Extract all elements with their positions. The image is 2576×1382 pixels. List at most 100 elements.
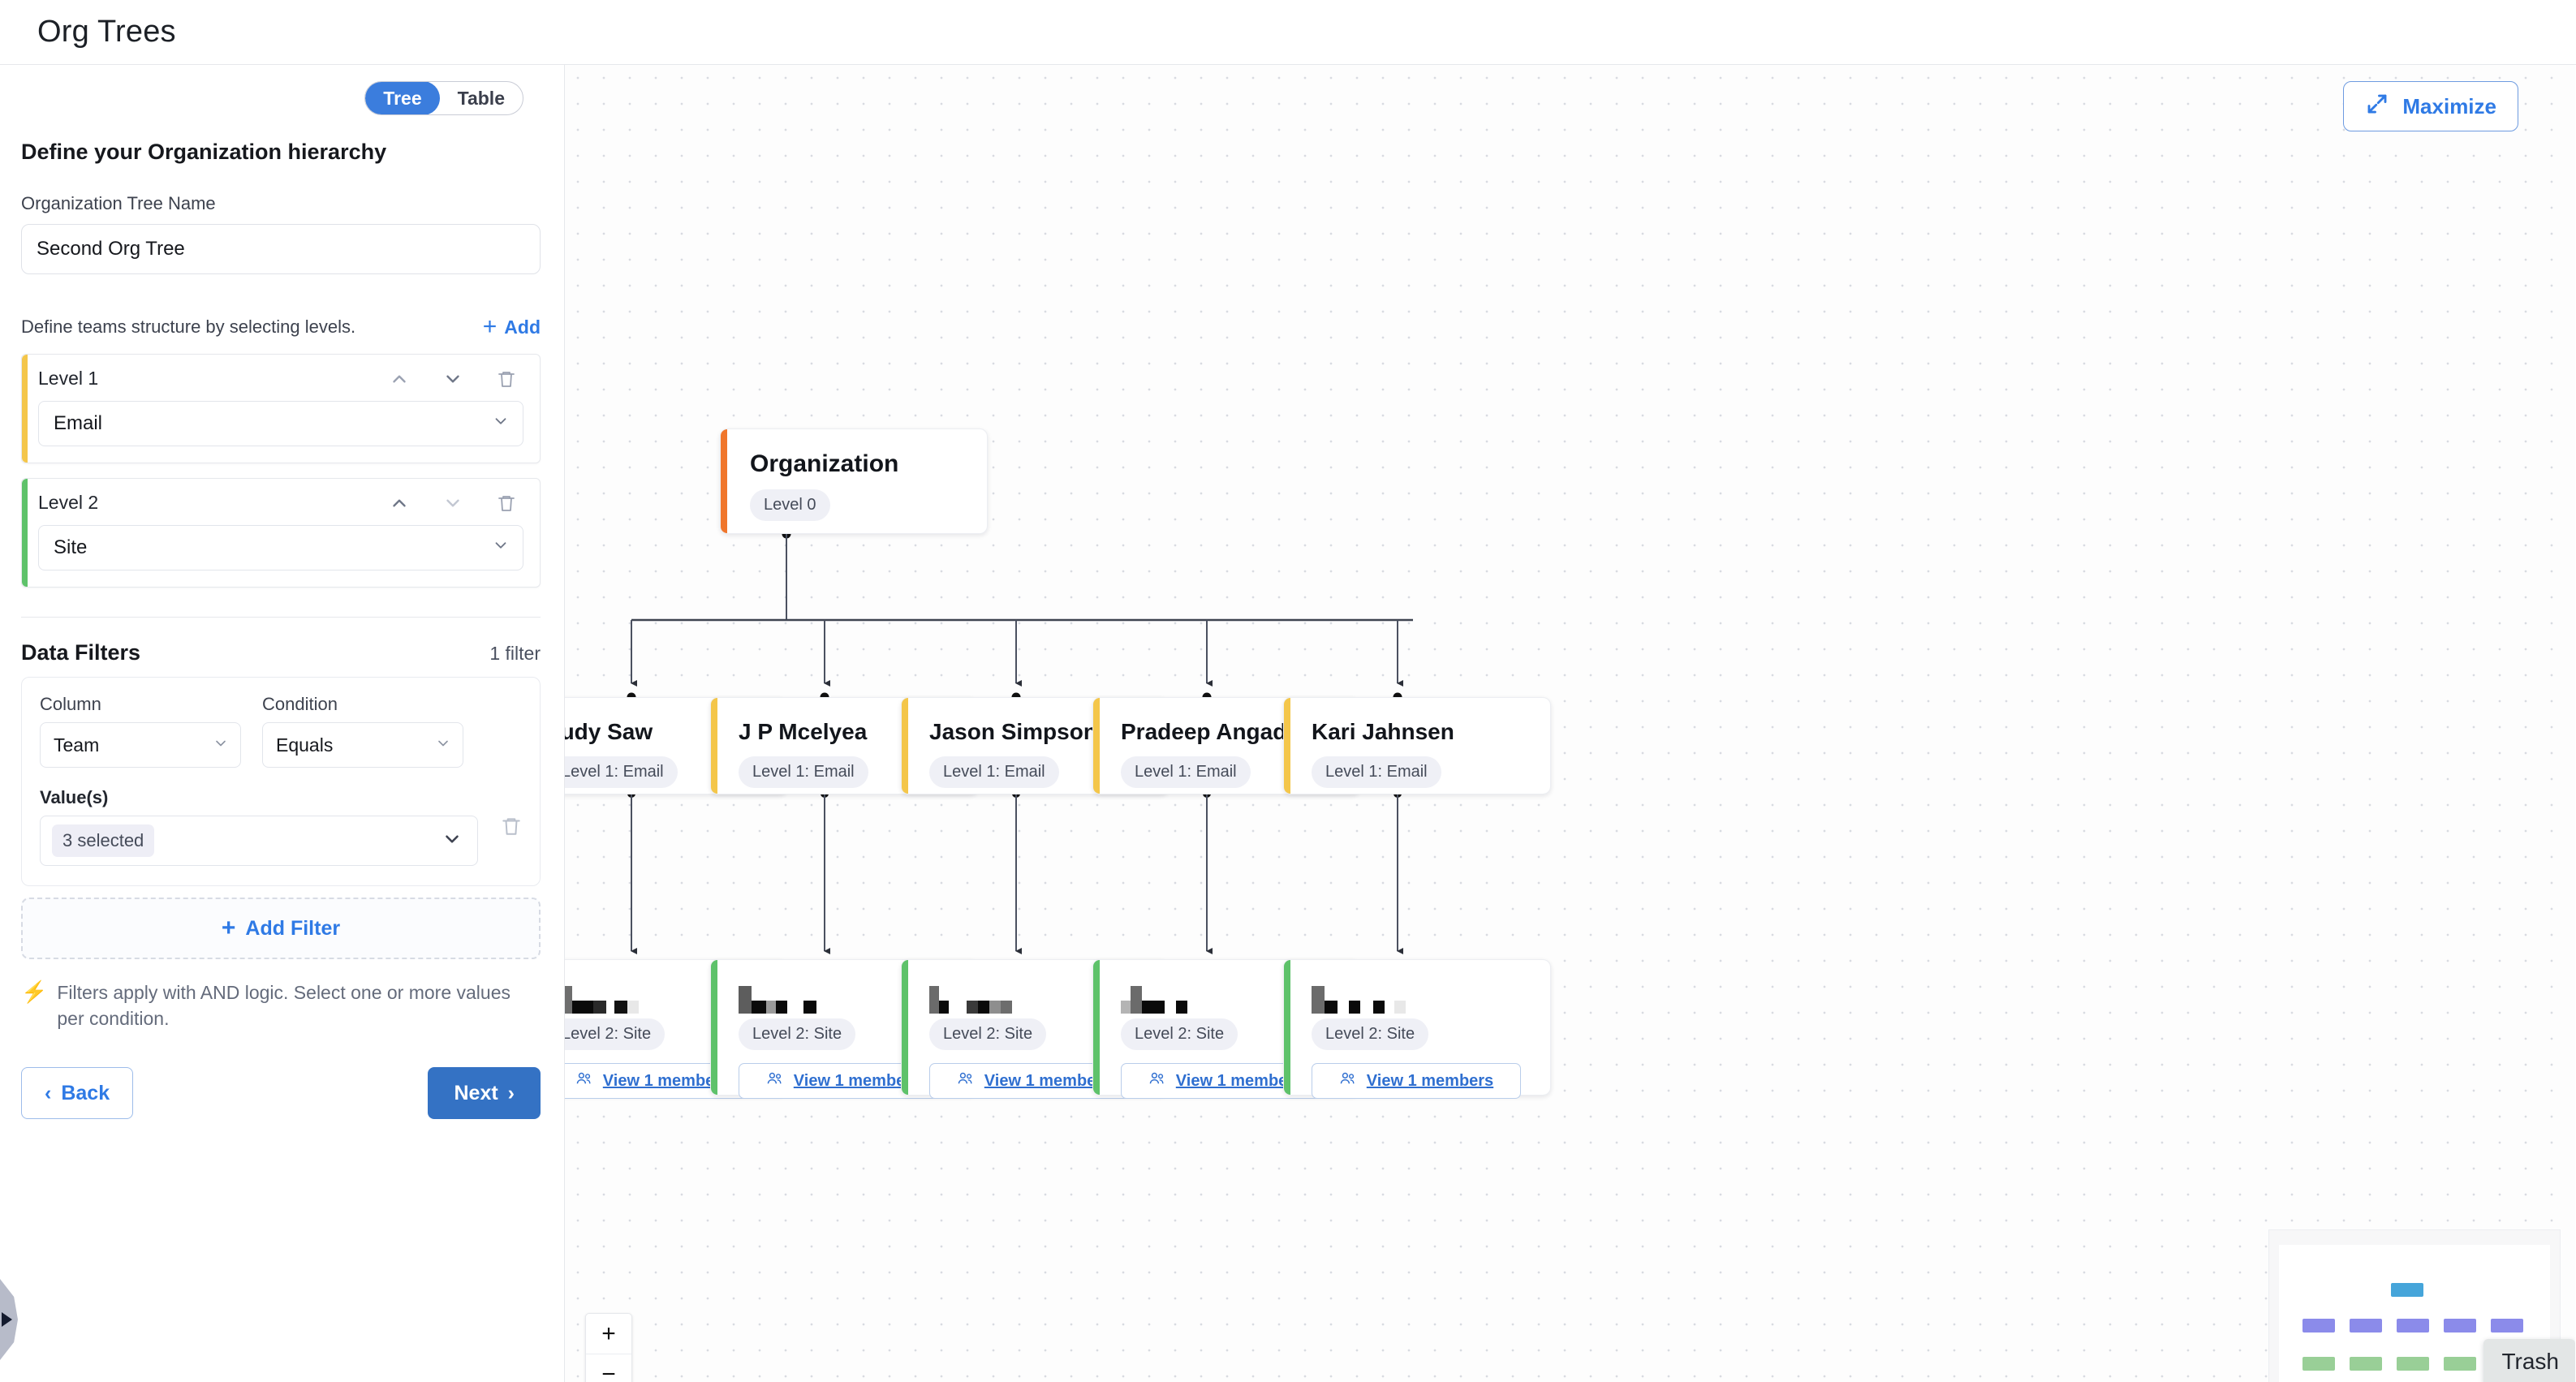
tree-name-label: Organization Tree Name [21, 193, 216, 213]
node-badge: Level 1: Email [1312, 756, 1441, 788]
node-badge: Level 2: Site [1312, 1018, 1429, 1050]
plus-icon: + [482, 313, 498, 340]
org-node-level2[interactable]: Level 2: Site View 1 members [1283, 959, 1551, 1099]
redacted-node-title [1121, 981, 1359, 1014]
zoom-in-button[interactable]: + [586, 1314, 631, 1354]
node-badge: Level 2: Site [565, 1018, 666, 1050]
view-members-label: View 1 members [1366, 1071, 1494, 1090]
minimap-node-level2 [2350, 1357, 2382, 1371]
sidebar-collapse-handle[interactable] [0, 1279, 18, 1360]
zoom-out-button[interactable]: − [586, 1354, 631, 1382]
plus-icon: + [221, 915, 236, 941]
people-icon [575, 1071, 593, 1091]
minimap-node-level1 [2397, 1319, 2429, 1332]
view-members-button[interactable]: View 1 members [1312, 1063, 1521, 1099]
chevron-down-icon [435, 734, 451, 756]
trash-icon[interactable] [496, 368, 517, 390]
chevron-up-icon[interactable] [389, 368, 410, 390]
app-header: Org Trees [0, 0, 2576, 65]
chevron-down-icon [442, 829, 463, 854]
add-filter-button[interactable]: + Add Filter [21, 898, 541, 959]
minimap-node-level1 [2350, 1319, 2382, 1332]
people-icon [957, 1071, 975, 1091]
maximize-button[interactable]: Maximize [2343, 81, 2518, 131]
chevron-down-icon[interactable] [442, 368, 463, 390]
trash-tooltip: Trash [2483, 1339, 2575, 1382]
minimap-node-level2 [2302, 1357, 2335, 1371]
column-label: Column [40, 694, 101, 714]
minimap-node-level1 [2491, 1319, 2523, 1332]
configuration-sidebar: Tree Table Define your Organization hier… [0, 65, 565, 1382]
chevron-left-icon: ‹ [45, 1081, 52, 1104]
level-2-title: Level 2 [38, 492, 99, 513]
tab-table[interactable]: Table [457, 87, 505, 109]
condition-select[interactable]: Equals [262, 722, 463, 768]
values-label: Value(s) [40, 787, 109, 807]
tree-name-input[interactable] [21, 224, 541, 274]
triangle-right-icon [2, 1312, 12, 1327]
org-chart-canvas[interactable]: Maximize [565, 65, 2575, 1382]
level-card-2[interactable]: Level 2 Site [21, 478, 541, 588]
page-title: Org Trees [37, 15, 176, 49]
node-badge: Level 2: Site [1121, 1018, 1238, 1050]
view-members-label: View 1 members [984, 1071, 1112, 1090]
level-2-actions [389, 493, 523, 514]
level-1-title: Level 1 [38, 368, 99, 389]
view-members-label: View 1 members [1175, 1071, 1303, 1090]
next-button[interactable]: Next › [428, 1067, 541, 1120]
node-badge: Level 1: Email [929, 756, 1059, 788]
next-label: Next [454, 1081, 498, 1104]
chevron-up-icon[interactable] [389, 493, 410, 514]
hierarchy-heading: Define your Organization hierarchy [21, 140, 387, 164]
node-title: Judy Saw [565, 719, 653, 744]
view-toggle-wrap: Tree Table [21, 65, 543, 115]
chevron-right-icon: › [507, 1081, 515, 1104]
node-title: Jason Simpson [929, 719, 1097, 744]
people-icon [1148, 1071, 1166, 1091]
minimap-node-level1 [2302, 1319, 2335, 1332]
node-badge: Level 1: Email [739, 756, 868, 788]
level-1-select[interactable]: Email [38, 401, 523, 446]
node-title: Kari Jahnsen [1312, 719, 1454, 744]
column-select[interactable]: Team [40, 722, 241, 768]
node-badge: Level 1: Email [1121, 756, 1251, 788]
tab-tree[interactable]: Tree [365, 82, 440, 114]
org-node-level2[interactable]: Level 2: Site View 1 members [1092, 959, 1360, 1099]
minimap-node-level2 [2444, 1357, 2476, 1371]
expand-arrows-icon [2365, 92, 2389, 122]
chevron-down-icon[interactable] [442, 493, 463, 514]
column-value: Team [54, 734, 100, 756]
node-badge: Level 1: Email [565, 756, 678, 788]
node-badge: Level 0 [750, 489, 830, 521]
node-badge: Level 2: Site [739, 1018, 856, 1050]
maximize-label: Maximize [2402, 93, 2496, 118]
chevron-down-icon [213, 734, 229, 756]
levels-header: Define teams structure by selecting leve… [21, 315, 541, 339]
condition-label: Condition [262, 694, 338, 714]
redacted-node-title [739, 981, 977, 1014]
zoom-controls[interactable]: + − [585, 1313, 632, 1382]
filters-hint: ⚡ Filters apply with AND logic. Select o… [21, 980, 541, 1031]
level-1-row: Level 1 [38, 368, 523, 390]
back-button[interactable]: ‹ Back [21, 1067, 134, 1120]
level-2-row: Level 2 [38, 492, 523, 514]
view-toggle[interactable]: Tree Table [364, 81, 523, 115]
redacted-node-title [1312, 981, 1550, 1014]
level-1-value: Email [54, 412, 103, 434]
redacted-node-title [929, 981, 1168, 1014]
delete-filter-button[interactable] [501, 816, 522, 841]
values-select[interactable]: 3 selected [40, 816, 478, 866]
back-label: Back [61, 1081, 110, 1104]
level-card-1[interactable]: Level 1 Email [21, 354, 541, 463]
node-title: J P Mcelyea [739, 719, 868, 744]
add-level-button[interactable]: + Add [483, 315, 541, 339]
level-2-select[interactable]: Site [38, 525, 523, 570]
trash-icon[interactable] [496, 493, 517, 514]
org-node-level1[interactable]: Kari Jahnsen Level 1: Email [1283, 697, 1551, 794]
org-node-root[interactable]: Organization Level 0 [720, 428, 988, 534]
minimap-node-level1 [2444, 1319, 2476, 1332]
values-chip: 3 selected [52, 824, 155, 857]
view-members-label: View 1 members [793, 1071, 921, 1090]
node-title: Organization [750, 450, 899, 477]
lightning-bolt-icon: ⚡ [21, 979, 48, 1004]
